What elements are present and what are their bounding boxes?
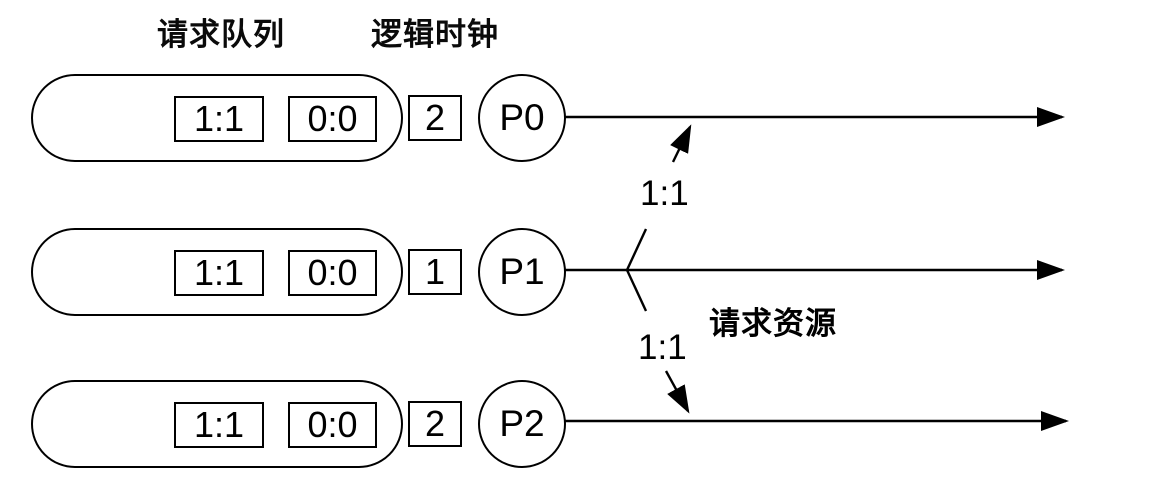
process-node-p2: P2 xyxy=(478,380,566,468)
request-resource-label: 请求资源 xyxy=(709,306,837,341)
logical-clock-header: 逻辑时钟 xyxy=(371,17,499,52)
logical-clock-p2: 2 xyxy=(408,401,462,447)
process-node-p1: P1 xyxy=(478,228,566,316)
request-queue-p2: 1:1 0:0 xyxy=(31,380,403,468)
queue-entry: 0:0 xyxy=(288,402,377,448)
message-timestamp-to-p0: 1:1 xyxy=(640,174,689,213)
process-row-p2: 1:1 0:0 2 P2 xyxy=(0,380,1170,468)
message-timestamp-to-p2: 1:1 xyxy=(638,328,687,367)
request-queue-p0: 1:1 0:0 xyxy=(31,74,403,162)
queue-entry: 1:1 xyxy=(174,96,264,142)
logical-clock-p1: 1 xyxy=(408,249,462,295)
queue-entry: 1:1 xyxy=(174,250,264,296)
queue-entry: 1:1 xyxy=(174,402,264,448)
logical-clock-p0: 2 xyxy=(408,95,462,141)
process-row-p1: 1:1 0:0 1 P1 xyxy=(0,228,1170,316)
message-line-p1-fork-down xyxy=(625,269,648,312)
process-row-p0: 1:1 0:0 2 P0 xyxy=(0,74,1170,162)
queue-entry: 0:0 xyxy=(288,250,377,296)
message-arrow-to-p0 xyxy=(670,124,692,163)
queue-entry: 0:0 xyxy=(288,96,377,142)
request-queue-p1: 1:1 0:0 xyxy=(31,228,403,316)
request-queue-header: 请求队列 xyxy=(157,17,285,52)
message-line-p1-fork-up xyxy=(625,228,648,271)
process-node-p0: P0 xyxy=(478,74,566,162)
message-arrow-to-p2 xyxy=(664,370,690,414)
